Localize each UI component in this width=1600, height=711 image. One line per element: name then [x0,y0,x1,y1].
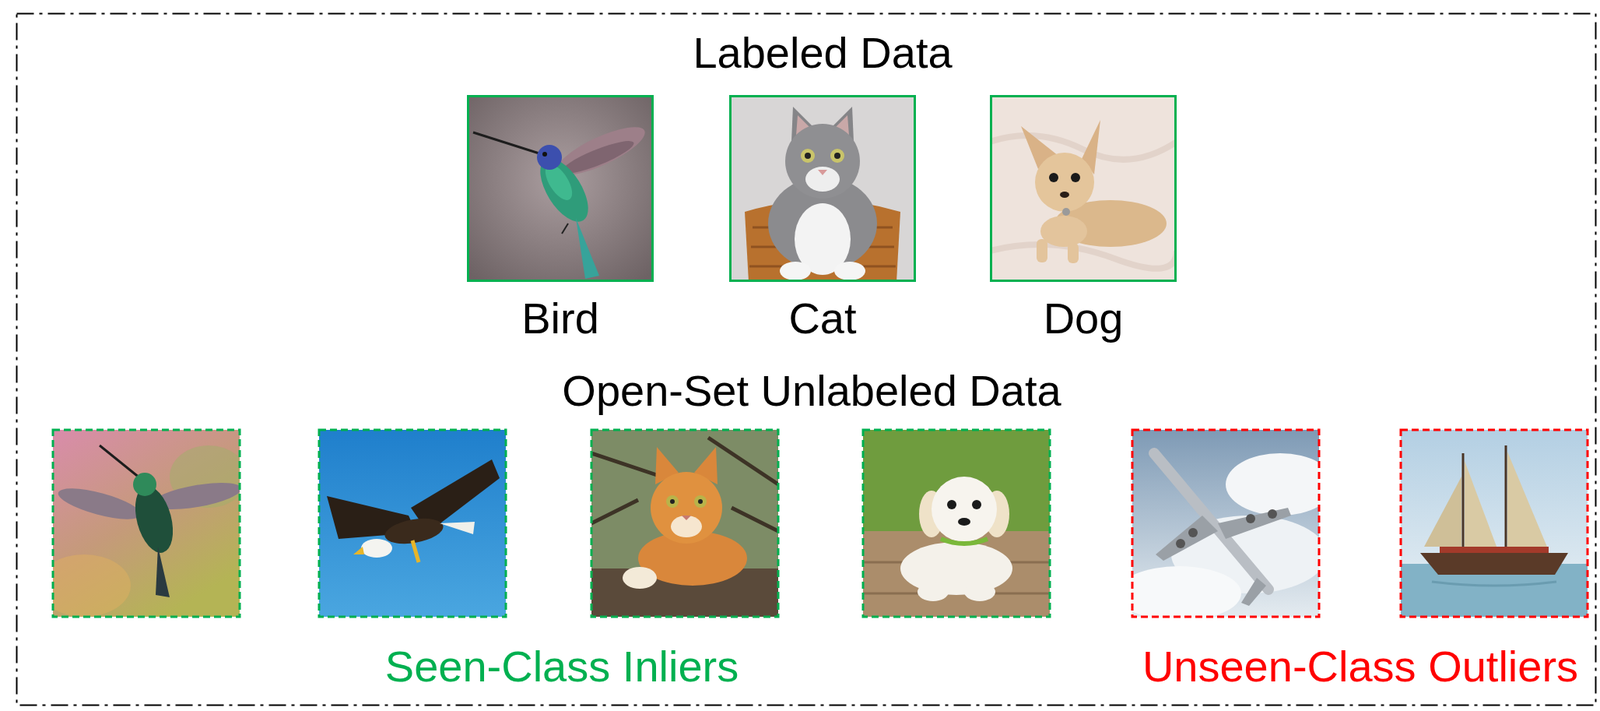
inlier-frame [52,429,240,617]
puppy-photo [863,429,1050,617]
dash-dot-border [17,14,1597,706]
bird-photo [466,94,654,282]
orange-cat-photo [591,429,779,617]
hummingbird-photo [52,429,240,617]
inlier-frame [591,429,779,617]
image-frame [466,94,654,282]
data-panel: Labeled DataOpen-Set Unlabeled DataSeen-… [15,12,1597,706]
image-card: Bird [466,94,654,344]
class-label: Bird [466,293,654,344]
inlier-frame [319,429,506,617]
group-label: Seen-Class Inliers [385,641,739,692]
image-card: Cat [729,94,916,344]
inlier-frame [863,429,1050,617]
image-frame [989,94,1177,282]
class-label: Dog [989,293,1177,344]
eagle-photo [319,429,506,617]
dog-photo [989,94,1177,282]
image-card: Dog [989,94,1177,344]
airplane-photo [1132,429,1320,617]
sailboat-photo [1400,429,1588,617]
panel-outline [15,12,1597,706]
cat-photo [729,94,916,282]
outlier-frame [1400,429,1588,617]
group-label: Unseen-Class Outliers [1142,641,1579,692]
class-label: Cat [729,293,916,344]
outlier-frame [1132,429,1320,617]
panel-heading: Labeled Data [692,28,952,78]
panel-heading: Open-Set Unlabeled Data [561,365,1061,416]
unlabeled-frames [52,429,1588,617]
image-frame [729,94,916,282]
